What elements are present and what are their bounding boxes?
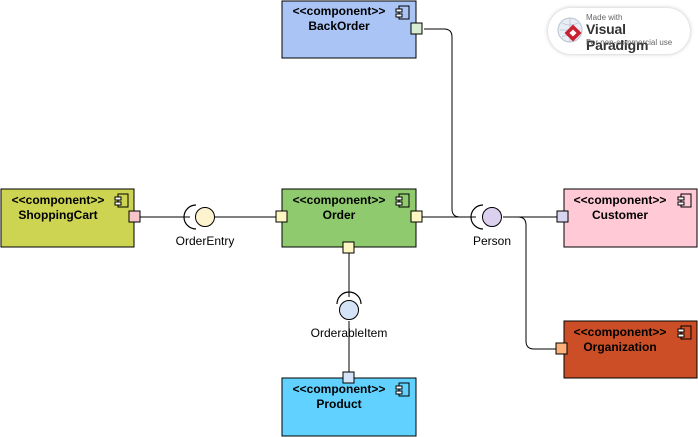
backorder-port — [410, 22, 423, 35]
backorder-box — [281, 0, 417, 59]
component-icon — [395, 5, 410, 20]
order-port-left — [275, 210, 288, 223]
organization-port — [555, 342, 568, 355]
component-icon — [114, 193, 129, 208]
wire-backorder-person — [424, 28, 476, 218]
person-ball — [482, 207, 502, 227]
component-customer[interactable]: <<component>> Customer — [556, 188, 698, 248]
order-port-right — [410, 210, 423, 223]
component-organization[interactable]: <<component>> Organization — [555, 320, 698, 379]
backorder-name: BackOrder — [308, 19, 370, 33]
organization-name: Organization — [583, 340, 656, 354]
orderableitem-label: OrderableItem — [311, 326, 388, 340]
order-stereotype: <<component>> — [293, 193, 386, 207]
orderentry-ball — [195, 207, 215, 227]
watermark-note: For non-commercial use — [586, 38, 673, 47]
orderableitem-socket — [336, 291, 362, 305]
product-name: Product — [316, 397, 361, 411]
backorder-stereotype: <<component>> — [293, 4, 386, 18]
interface-person[interactable]: Person — [470, 204, 511, 248]
interface-orderentry[interactable]: OrderEntry — [176, 204, 235, 248]
connectors — [140, 28, 557, 372]
watermark-brand: Visual Paradigm — [586, 21, 649, 53]
visual-paradigm-logo-icon — [557, 17, 583, 43]
interface-orderableitem[interactable]: OrderableItem — [311, 291, 388, 340]
customer-name: Customer — [592, 208, 648, 222]
customer-port — [556, 210, 569, 223]
orderentry-label: OrderEntry — [176, 234, 235, 248]
component-shoppingcart[interactable]: <<component>> ShoppingCart — [0, 188, 141, 248]
wire-person-organization — [503, 216, 556, 350]
product-port — [342, 371, 355, 384]
component-icon — [395, 193, 410, 208]
component-backorder[interactable]: <<component>> BackOrder — [281, 0, 423, 59]
shoppingcart-port — [128, 210, 141, 223]
visual-paradigm-watermark: Made with Visual Paradigm For non-commer… — [548, 8, 690, 54]
customer-box — [563, 188, 698, 248]
customer-stereotype: <<component>> — [574, 193, 667, 207]
organization-stereotype: <<component>> — [574, 325, 667, 339]
component-icon — [677, 193, 692, 208]
component-icon — [677, 325, 692, 340]
shoppingcart-stereotype: <<component>> — [12, 193, 105, 207]
person-socket — [470, 204, 484, 230]
component-order[interactable]: <<component>> Order — [275, 188, 423, 254]
order-name: Order — [323, 208, 356, 222]
product-box — [281, 377, 417, 437]
shoppingcart-name: ShoppingCart — [18, 208, 97, 222]
product-stereotype: <<component>> — [293, 382, 386, 396]
person-label: Person — [473, 234, 511, 248]
shoppingcart-box — [0, 188, 135, 248]
component-icon — [395, 382, 410, 397]
orderentry-socket — [183, 204, 197, 230]
organization-box — [563, 320, 698, 379]
watermark-made-with: Made with — [586, 13, 623, 22]
orderableitem-ball — [339, 300, 359, 320]
order-port-bottom — [342, 241, 355, 254]
component-product[interactable]: <<component>> Product — [281, 371, 417, 437]
